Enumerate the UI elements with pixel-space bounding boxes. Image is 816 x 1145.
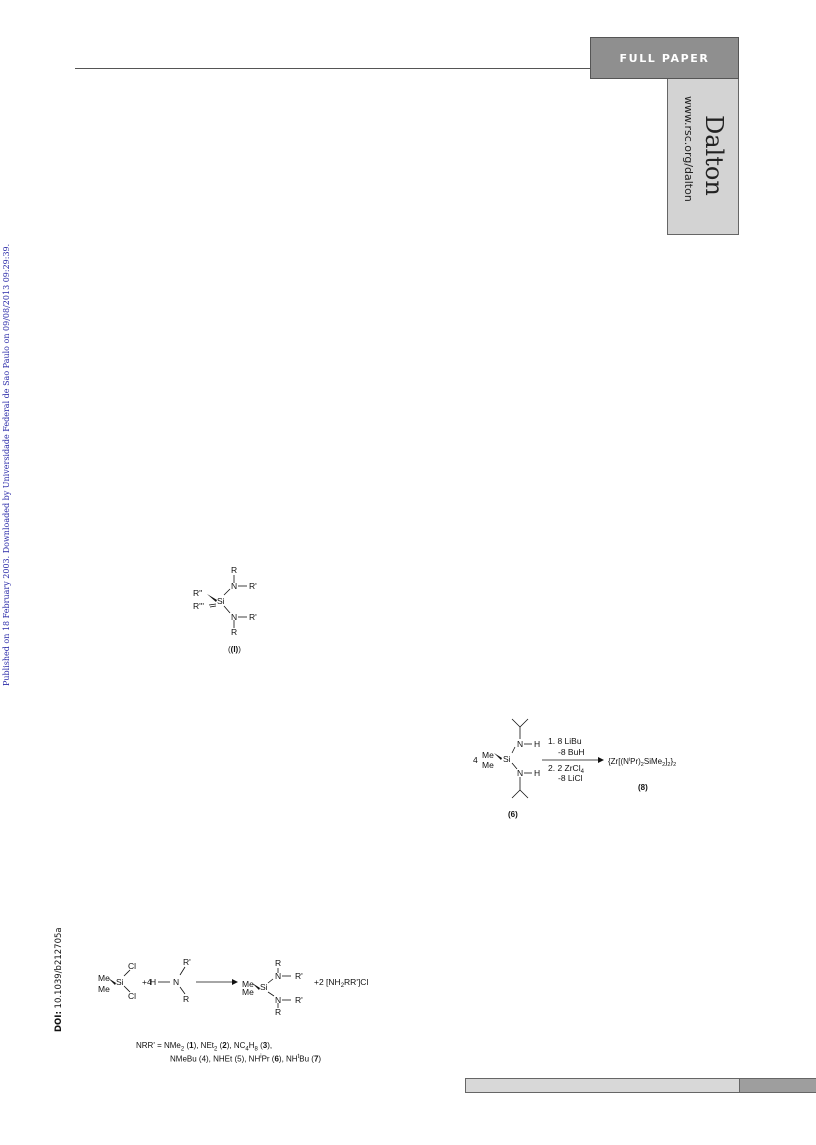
svg-text:N: N: [173, 977, 179, 987]
svg-text:N: N: [231, 581, 237, 591]
svg-text:Me: Me: [242, 987, 254, 997]
svg-text:Me: Me: [482, 760, 494, 770]
structure-I: R N R' R'' Si R''' N R' R ((I)): [193, 565, 257, 654]
svg-text:Si: Si: [217, 596, 225, 606]
svg-text:H: H: [150, 977, 156, 987]
svg-text:N: N: [517, 768, 523, 778]
svg-text:Cl: Cl: [128, 991, 136, 1001]
svg-text:R': R': [295, 995, 303, 1005]
svg-text:N: N: [517, 739, 523, 749]
scheme1-byproduct: +2 [NH: [314, 977, 341, 987]
svg-text:R'': R'': [193, 588, 203, 598]
footer-bar-dark: [740, 1078, 816, 1093]
footer-bar: [465, 1078, 816, 1093]
scheme2-reactant-label: (6): [508, 810, 518, 819]
svg-text:+2 [NH2RR']Cl: +2 [NH2RR']Cl: [314, 977, 368, 989]
svg-text:R: R: [275, 1007, 281, 1015]
journal-banner: [667, 79, 739, 235]
svg-text:Si: Si: [116, 977, 124, 987]
svg-text:Si: Si: [260, 982, 268, 992]
scheme1-me-top: Me: [98, 973, 110, 983]
doi-label: DOI:: [54, 1011, 64, 1032]
svg-text:Me: Me: [482, 750, 494, 760]
svg-text:R': R': [249, 612, 257, 622]
journal-title: Dalton: [700, 115, 728, 196]
svg-text:Me: Me: [242, 979, 254, 989]
journal-url[interactable]: www.rsc.org/dalton: [682, 96, 695, 202]
footer-bar-light: [465, 1078, 740, 1093]
scheme1-caption-line2: NMeBu (4), NHEt (5), NHiPr (6), NHtBu (7…: [170, 1054, 322, 1064]
svg-text:{Zr[(NiPr)2SiMe2]2}2: {Zr[(NiPr)2SiMe2]2}2: [608, 757, 676, 768]
svg-text:R: R: [231, 565, 237, 575]
scheme2-product-label: (8): [638, 783, 648, 792]
svg-text:R''': R''': [193, 601, 204, 611]
svg-text:((I)): ((I)): [228, 645, 241, 654]
svg-text:Si: Si: [503, 754, 511, 764]
svg-text:R: R: [275, 958, 281, 968]
scheme1-me-bottom: Me: [98, 984, 110, 994]
svg-text:2. 2 ZrCl4: 2. 2 ZrCl4: [548, 763, 585, 775]
svg-text:N: N: [275, 995, 281, 1005]
scheme2-step2b: -8 LiCl: [558, 773, 583, 783]
scheme-2: 4 N H Me Si Me N H 1. 8 LiBu -8 BuH 2. 2…: [473, 718, 676, 819]
structure-I-label: (I): [231, 645, 239, 654]
scheme1-coefficient: +4: [142, 977, 152, 987]
doi-line: DOI: 10.1039/b212705a: [54, 927, 64, 1032]
svg-text:H: H: [534, 768, 540, 778]
scheme1-caption-line1: NRR' = NMe2 (1), NEt2 (2), NC4H8 (3),: [136, 1041, 273, 1053]
section-label: FULL PAPER: [590, 37, 739, 79]
header-rule: [75, 68, 591, 69]
svg-text:R: R: [183, 994, 189, 1004]
scheme2-step2a: 2. 2 ZrCl: [548, 763, 581, 773]
svg-text:R: R: [231, 627, 237, 637]
scheme2-step1a: 1. 8 LiBu: [548, 736, 582, 746]
svg-text:H: H: [534, 739, 540, 749]
svg-text:R': R': [249, 581, 257, 591]
publication-note[interactable]: Published on 18 February 2003. Downloade…: [2, 243, 11, 686]
doi-value[interactable]: 10.1039/b212705a: [54, 927, 64, 1009]
svg-text:R': R': [183, 957, 191, 967]
scheme-1: Cl Me Si Me Cl +4 H N R' R R N R' Me Si …: [98, 957, 368, 1015]
svg-text:N: N: [231, 612, 237, 622]
svg-text:Cl: Cl: [128, 961, 136, 971]
scheme2-step1b: -8 BuH: [558, 747, 584, 757]
svg-text:R': R': [295, 971, 303, 981]
scheme2-coefficient: 4: [473, 755, 478, 765]
svg-text:N: N: [275, 971, 281, 981]
